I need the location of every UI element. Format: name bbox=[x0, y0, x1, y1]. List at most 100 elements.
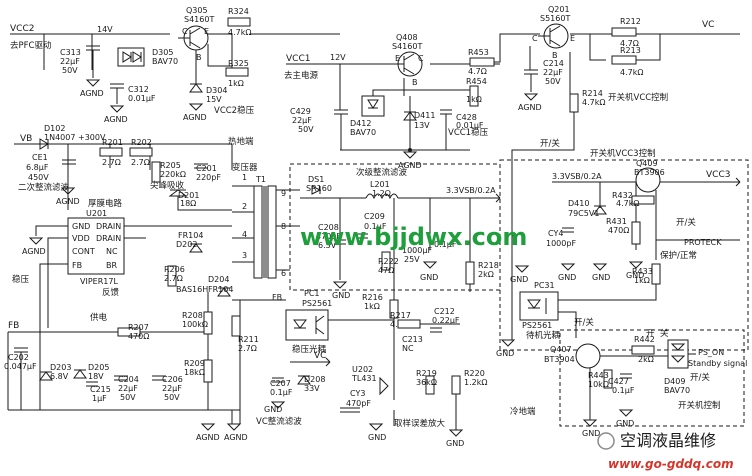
svg-text:R207: R207 bbox=[128, 323, 149, 332]
svg-text:U201: U201 bbox=[86, 209, 107, 218]
svg-text:S4160T: S4160T bbox=[184, 15, 214, 24]
svg-text:4.7kΩ: 4.7kΩ bbox=[582, 98, 605, 107]
svg-text:E: E bbox=[204, 27, 209, 36]
r201-resistor bbox=[99, 147, 123, 157]
svg-text:4: 4 bbox=[242, 230, 247, 239]
svg-text:D305: D305 bbox=[152, 48, 173, 57]
svg-text:1N4007: 1N4007 bbox=[44, 133, 75, 142]
svg-text:D102: D102 bbox=[44, 124, 65, 133]
svg-text:B: B bbox=[552, 51, 558, 60]
r216-resistor bbox=[389, 299, 399, 319]
svg-text:PS_ON: PS_ON bbox=[698, 348, 724, 357]
svg-text:C313: C313 bbox=[60, 48, 81, 57]
svg-text:18V: 18V bbox=[88, 372, 104, 381]
r222-resistor bbox=[381, 251, 391, 271]
svg-text:R324: R324 bbox=[228, 7, 249, 16]
svg-text:VCC3: VCC3 bbox=[706, 170, 730, 180]
svg-text:开关机控制: 开关机控制 bbox=[678, 400, 721, 411]
svg-text:2.7Ω: 2.7Ω bbox=[102, 158, 121, 167]
svg-text:R217: R217 bbox=[390, 311, 411, 320]
r433-resistor bbox=[651, 263, 661, 285]
svg-text:0.1μF: 0.1μF bbox=[364, 222, 387, 231]
svg-text:C: C bbox=[532, 34, 538, 43]
svg-text:0.01μF: 0.01μF bbox=[456, 121, 484, 130]
svg-text:变压器: 变压器 bbox=[232, 162, 258, 173]
svg-text:GND: GND bbox=[626, 271, 644, 280]
svg-text:22μF: 22μF bbox=[118, 384, 138, 393]
svg-text:470Ω: 470Ω bbox=[608, 226, 629, 235]
svg-text:3: 3 bbox=[242, 251, 247, 260]
svg-text:CY4: CY4 bbox=[548, 229, 563, 238]
svg-text:R216: R216 bbox=[362, 293, 383, 302]
svg-text:NC: NC bbox=[402, 344, 414, 353]
svg-text:AGND: AGND bbox=[80, 89, 104, 98]
svg-text:79C5V1: 79C5V1 bbox=[568, 209, 599, 218]
logo-title: 空调液晶维修 bbox=[620, 431, 716, 450]
svg-text:CONT: CONT bbox=[72, 247, 95, 256]
svg-text:C427: C427 bbox=[608, 377, 629, 386]
svg-text:BT3904: BT3904 bbox=[544, 355, 575, 364]
svg-text:AGND: AGND bbox=[104, 115, 128, 124]
q407-transistor bbox=[575, 343, 601, 369]
svg-text:开/关: 开/关 bbox=[690, 372, 710, 383]
svg-text:220kΩ: 220kΩ bbox=[160, 170, 186, 179]
svg-text:2.7Ω: 2.7Ω bbox=[164, 274, 183, 283]
svg-text:二次整流滤波: 二次整流滤波 bbox=[18, 182, 70, 193]
svg-text:GND: GND bbox=[496, 349, 514, 358]
svg-text:S5160T: S5160T bbox=[540, 14, 570, 23]
svg-text:R218: R218 bbox=[478, 261, 499, 270]
svg-text:R214: R214 bbox=[582, 89, 603, 98]
svg-text:BAV70: BAV70 bbox=[152, 57, 178, 66]
site-watermark: www.bjjdwx.com bbox=[300, 223, 527, 251]
svg-text:C207: C207 bbox=[270, 379, 291, 388]
svg-text:6.3V: 6.3V bbox=[318, 241, 337, 250]
svg-text:1000pF: 1000pF bbox=[546, 239, 576, 248]
svg-text:C209: C209 bbox=[364, 212, 385, 221]
svg-text:GND: GND bbox=[558, 273, 576, 282]
svg-text:C208: C208 bbox=[318, 223, 339, 232]
svg-text:470pF: 470pF bbox=[346, 399, 371, 408]
svg-text:R442: R442 bbox=[634, 335, 655, 344]
d412-diode-pair bbox=[361, 95, 385, 117]
svg-text:R432: R432 bbox=[612, 191, 633, 200]
svg-text:50V: 50V bbox=[545, 77, 561, 86]
secondary-rectifier-section: 次级整流滤波 DS1 SR160 L201 1.2Ω 3.3VSB/0.2A C… bbox=[289, 163, 501, 300]
svg-text:18Ω: 18Ω bbox=[180, 199, 196, 208]
svg-text:D304: D304 bbox=[206, 86, 227, 95]
svg-text:FR104: FR104 bbox=[208, 285, 233, 294]
svg-text:GND: GND bbox=[592, 273, 610, 282]
svg-text:BAV70: BAV70 bbox=[350, 128, 376, 137]
svg-text:C214: C214 bbox=[543, 59, 564, 68]
svg-text:50V: 50V bbox=[62, 66, 78, 75]
svg-text:12V: 12V bbox=[330, 53, 346, 62]
svg-text:4.7kΩ: 4.7kΩ bbox=[228, 28, 251, 37]
svg-text:保护/正常: 保护/正常 bbox=[660, 250, 697, 261]
svg-text:FB: FB bbox=[72, 261, 82, 270]
svg-text:1: 1 bbox=[242, 173, 247, 182]
svg-text:R325: R325 bbox=[228, 59, 249, 68]
vc-section: Q201 S5160T C E B VC R212 4.7Ω R213 4.7k… bbox=[511, 5, 740, 340]
svg-text:AGND: AGND bbox=[196, 433, 220, 442]
svg-text:去主电源: 去主电源 bbox=[284, 70, 319, 81]
svg-text:VDD: VDD bbox=[72, 234, 90, 243]
svg-text:0.1μF: 0.1μF bbox=[612, 386, 635, 395]
svg-text:次级整流滤波: 次级整流滤波 bbox=[356, 167, 408, 178]
svg-text:CE1: CE1 bbox=[32, 153, 48, 162]
svg-text:FB: FB bbox=[8, 321, 19, 331]
r209-resistor bbox=[203, 359, 213, 383]
r211-resistor bbox=[231, 315, 241, 337]
svg-text:PROTECK: PROTECK bbox=[684, 238, 722, 247]
r218-resistor bbox=[465, 261, 475, 285]
r442-resistor bbox=[631, 345, 655, 355]
r205-resistor bbox=[151, 161, 161, 183]
svg-text:GND: GND bbox=[510, 275, 528, 284]
svg-text:2.7Ω: 2.7Ω bbox=[238, 344, 257, 353]
svg-text:Q408: Q408 bbox=[396, 33, 418, 42]
to-pfc-label: 去PFC驱动 bbox=[10, 40, 52, 51]
v14-label: 14V bbox=[97, 25, 113, 34]
svg-text:C213: C213 bbox=[402, 335, 423, 344]
opto-regulation-section: FB PC1 PS2561 稳压光耦 R216 1kΩ R217 4.7kΩ C… bbox=[232, 289, 487, 448]
svg-text:AGND: AGND bbox=[56, 197, 80, 206]
